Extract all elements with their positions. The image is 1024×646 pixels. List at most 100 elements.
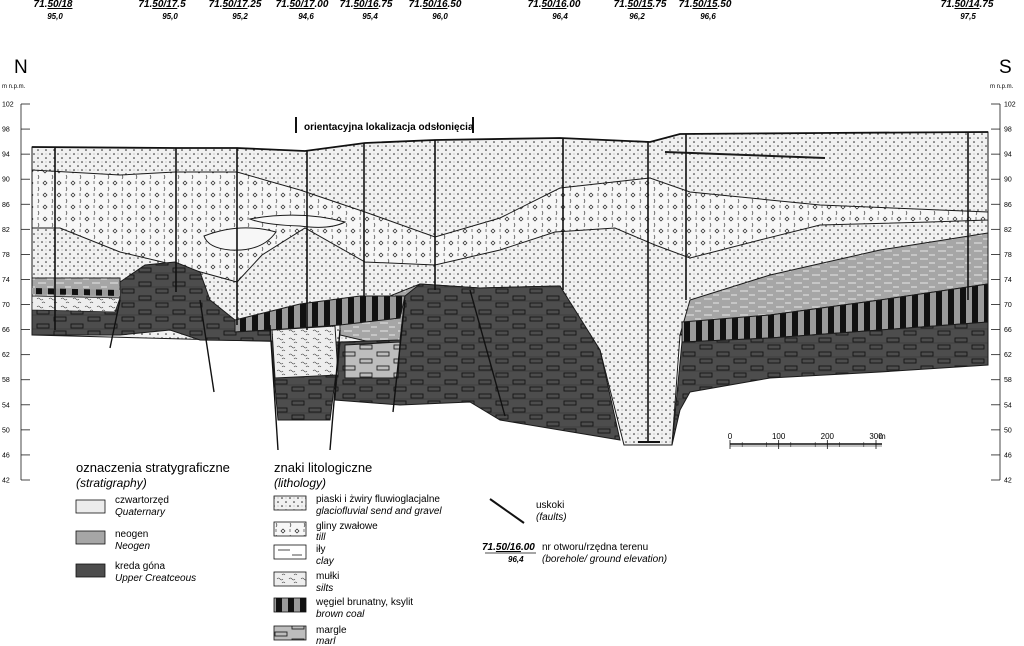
elevation-tick-label: 74 xyxy=(2,277,10,284)
elevation-tick-label: 78 xyxy=(2,252,10,259)
silts-left xyxy=(31,295,121,313)
elevation-tick-label: 42 xyxy=(2,478,10,485)
legend-item-label-en: Quaternary xyxy=(115,507,166,518)
legend-item-label-en: clay xyxy=(316,556,335,567)
fault-line xyxy=(199,299,215,393)
borehole-header: 71.50/15.50 96,6 xyxy=(679,0,732,21)
quaternary-swatch xyxy=(75,499,106,514)
legend-item-label: mułki xyxy=(316,571,339,582)
svg-text:96,0: 96,0 xyxy=(432,12,448,21)
silts-icon xyxy=(273,571,307,587)
svg-text:71.50/17.00: 71.50/17.00 xyxy=(276,0,329,10)
elevation-tick-label: 50 xyxy=(2,427,10,434)
till-lens xyxy=(248,214,347,228)
elevation-tick-label: 78 xyxy=(1004,252,1012,259)
neogene-swatch xyxy=(75,530,106,545)
svg-text:95,0: 95,0 xyxy=(162,12,178,21)
borehole-header: 71.50/16.50 96,0 xyxy=(409,0,462,21)
till-lens xyxy=(664,151,826,159)
south-label: S xyxy=(999,57,1012,78)
elevation-tick-label: 50 xyxy=(1004,427,1012,434)
svg-text:95,2: 95,2 xyxy=(232,12,248,21)
legend-borehole-label: nr otworu/rzędna terenu xyxy=(542,542,648,553)
legend-fault-label: uskoki xyxy=(536,500,564,511)
scale-tick-label: 0 xyxy=(728,432,733,441)
borehole-header: 71.50/16.00 96,4 xyxy=(528,0,581,21)
svg-text:96,6: 96,6 xyxy=(700,12,716,21)
borehole-headers: 71.50/18 95,0 71.50/17.5 95,0 71.50/17.2… xyxy=(34,0,994,21)
scale-unit: m xyxy=(879,432,886,441)
elevation-tick-label: 102 xyxy=(2,102,14,109)
borehole-header: 71.50/17.5 95,0 xyxy=(138,0,186,21)
elevation-tick-label: 62 xyxy=(1004,352,1012,359)
borehole-header: 71.50/17.25 95,2 xyxy=(209,0,262,21)
elevation-tick-label: 58 xyxy=(1004,377,1012,384)
elevation-tick-label: 98 xyxy=(1004,127,1012,134)
svg-text:96,4: 96,4 xyxy=(552,12,568,21)
legend-item-label: margle xyxy=(316,625,347,636)
svg-text:71.50/17.25: 71.50/17.25 xyxy=(209,0,262,10)
legend-item-label-en: brown coal xyxy=(316,609,365,620)
elevation-tick-label: 86 xyxy=(1004,202,1012,209)
legend-item-label: węgiel brunatny, ksylit xyxy=(315,597,413,608)
svg-text:97,5: 97,5 xyxy=(960,12,976,21)
legend-item-label: neogen xyxy=(115,529,148,540)
elevation-tick-label: 74 xyxy=(1004,277,1012,284)
legend-strat-subtitle: (stratigraphy) xyxy=(76,476,147,490)
scale-tick-label: 100 xyxy=(772,432,786,441)
elevation-tick-label: 70 xyxy=(1004,302,1012,309)
marl-light-pocket xyxy=(344,341,401,379)
borehole-header: 71.50/14.75 97,5 xyxy=(941,0,994,21)
legend-stratigraphy: oznaczenia stratygraficzne (stratigraphy… xyxy=(75,460,230,584)
legend-lith-subtitle: (lithology) xyxy=(274,476,326,490)
legend-item-label: piaski i żwiry fluwioglacjalne xyxy=(316,494,440,505)
svg-text:71.50/16.00: 71.50/16.00 xyxy=(528,0,581,10)
elevation-tick-label: 70 xyxy=(2,302,10,309)
legend-borehole-elevation: 96,4 xyxy=(508,555,524,564)
legend-fault-label-en: (faults) xyxy=(536,512,567,523)
borehole-header: 71.50/18 95,0 xyxy=(34,0,73,21)
brown-coal-icon xyxy=(273,597,307,613)
elevation-tick-label: 90 xyxy=(1004,177,1012,184)
fault-line xyxy=(329,329,341,451)
outcrop-marker: orientacyjna lokalizacja odsłonięcia xyxy=(295,117,474,133)
fault-line xyxy=(469,289,506,417)
svg-text:71.50/16.75: 71.50/16.75 xyxy=(340,0,393,10)
elevation-tick-label: 58 xyxy=(2,377,10,384)
elevation-tick-label: 54 xyxy=(2,402,10,409)
svg-text:71.50/14.75: 71.50/14.75 xyxy=(941,0,994,10)
borehole-header: 71.50/16.75 95,4 xyxy=(340,0,393,21)
legend-borehole: 71.50/16.00 96,4 nr otworu/rzędna terenu… xyxy=(482,542,667,565)
svg-text:71.50/15.50: 71.50/15.50 xyxy=(679,0,732,10)
scale-tick-label: 300 xyxy=(869,432,883,441)
legend-item-label-en: silts xyxy=(316,583,333,594)
marl-icon xyxy=(273,625,307,641)
faults xyxy=(109,289,506,451)
cretaceous-marl-center xyxy=(334,283,621,441)
fault-line xyxy=(269,324,279,451)
brown-coal-left xyxy=(32,288,120,296)
north-label: N xyxy=(14,57,28,78)
clay-icon xyxy=(273,544,307,560)
svg-text:95,4: 95,4 xyxy=(362,12,378,21)
elevation-tick-label: 90 xyxy=(2,177,10,184)
svg-text:95,0: 95,0 xyxy=(47,12,63,21)
elevation-tick-label: 46 xyxy=(2,452,10,459)
legend-item-label: gliny zwałowe xyxy=(316,521,378,532)
legend-lithology: znaki litologiczne (lithology) piaski i … xyxy=(273,460,442,646)
elevation-tick-label: 98 xyxy=(2,127,10,134)
legend-item-label: iły xyxy=(316,544,325,555)
legend-item-label-en: Upper Creatceous xyxy=(115,573,196,584)
legend-item-label-en: marl xyxy=(316,636,336,646)
legend-item-label-en: glaciofluvial send and gravel xyxy=(316,506,442,517)
borehole-columns xyxy=(54,132,969,443)
elevation-tick-label: 82 xyxy=(1004,227,1012,234)
elevation-tick-label: 102 xyxy=(1004,102,1016,109)
elevation-tick-label: 66 xyxy=(1004,327,1012,334)
svg-text:71.50/18: 71.50/18 xyxy=(34,0,73,10)
elevation-tick-label: 94 xyxy=(1004,152,1012,159)
